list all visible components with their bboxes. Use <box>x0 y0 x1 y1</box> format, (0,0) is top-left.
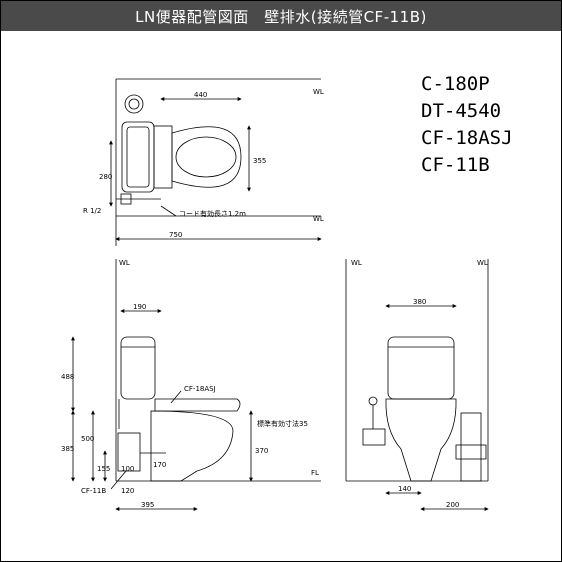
side-view <box>71 259 321 511</box>
top-tank-inner <box>126 126 150 188</box>
front-wall-label-left: WL <box>351 259 362 267</box>
top-bowl-inner <box>175 136 237 178</box>
front-dim-right-label: 200 <box>446 501 459 509</box>
side-wall-label: WL <box>119 259 130 267</box>
top-view <box>109 78 322 246</box>
side-dim-side-label: 標準有効寸法35 <box>257 419 308 428</box>
side-dim-bowl-label: 370 <box>255 447 268 455</box>
side-pipe-leader <box>110 470 127 490</box>
side-dim-top-label: 190 <box>133 303 146 311</box>
front-drain-pipe <box>460 412 482 482</box>
model-toilet: C-180P <box>421 73 490 95</box>
top-seat-base <box>153 125 173 189</box>
top-valve <box>124 94 144 114</box>
front-view <box>345 259 489 511</box>
side-drain <box>117 432 141 472</box>
side-dim-supply-label: 155 <box>97 465 110 473</box>
side-bowl <box>150 410 234 482</box>
front-view-labels: WL WL 380 140 200 <box>351 259 488 509</box>
front-supply-box <box>362 428 386 446</box>
model-tank: DT-4540 <box>421 100 502 122</box>
top-pipe-label: R 1/2 <box>83 207 101 215</box>
side-dim-drain-label: 385 <box>61 445 74 453</box>
drawing-title: LN便器配管図面 壁排水(接続管CF-11B) <box>135 7 427 26</box>
top-cord-label: コード有効長さ1.2m <box>179 209 246 218</box>
front-bowl <box>385 398 457 482</box>
top-view-labels: WL WL 440 355 280 750 R 1/2 コード有効長さ1.2m <box>83 88 324 239</box>
top-valve-inner <box>128 98 140 110</box>
side-tank <box>120 336 156 400</box>
side-view-labels: WL FL 190 488 500 385 155 370 100 170 12… <box>61 259 319 509</box>
top-dim-left-label: 280 <box>99 173 112 181</box>
front-supply-valve <box>368 396 378 406</box>
side-seat <box>154 398 241 412</box>
side-dim-seat-label: 500 <box>81 435 94 443</box>
side-seat-leader <box>170 390 182 404</box>
top-wall-label-bottom: WL <box>313 215 324 223</box>
front-dim-width-label: 380 <box>413 298 426 306</box>
front-tank <box>387 336 455 400</box>
side-dim-small-c: 120 <box>121 487 134 495</box>
model-pipe: CF-11B <box>421 154 490 176</box>
side-dim-small-a: 100 <box>121 465 134 473</box>
front-wall-label-right: WL <box>477 259 488 267</box>
front-drain-joint <box>455 444 487 460</box>
side-part-seat-label: CF-18ASJ <box>184 385 216 393</box>
top-dim-depth-label: 355 <box>253 157 266 165</box>
top-wall-label-top: WL <box>313 88 324 96</box>
top-dim-width-label: 440 <box>194 91 207 99</box>
side-dim-bottom-label: 395 <box>141 501 154 509</box>
top-cord-leader <box>160 205 177 217</box>
model-seat: CF-18ASJ <box>421 127 513 149</box>
front-dim-left-label: 140 <box>398 485 411 493</box>
top-bowl-outer <box>171 126 242 188</box>
top-pipe-joint <box>120 193 132 205</box>
side-dim-small-b: 170 <box>153 461 166 469</box>
title-bar: LN便器配管図面 壁排水(接続管CF-11B) <box>1 1 561 31</box>
top-dim-total-label: 750 <box>169 231 182 239</box>
model-list: C-180P DT-4540 CF-18ASJ CF-11B <box>421 71 513 179</box>
side-floor-label: FL <box>311 469 319 477</box>
side-dim-tank-label: 488 <box>61 373 74 381</box>
side-part-pipe-label: CF-11B <box>81 487 106 495</box>
